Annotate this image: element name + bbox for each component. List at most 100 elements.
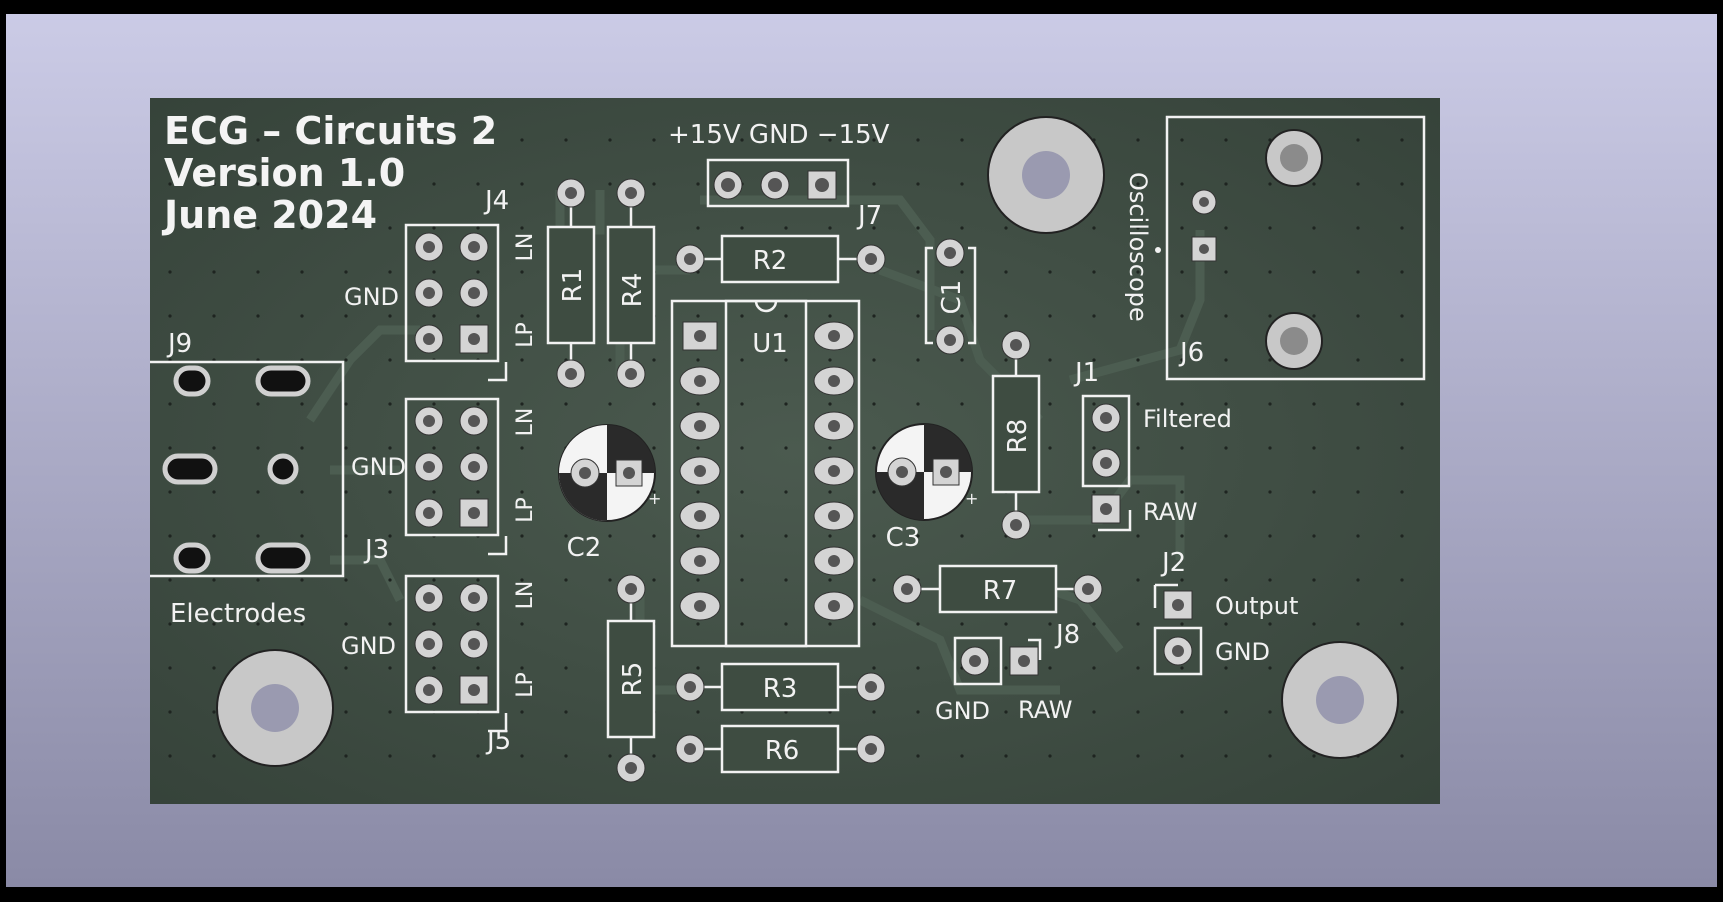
via-dot [1268, 534, 1272, 538]
via-dot [388, 710, 392, 714]
via-dot [256, 138, 260, 142]
connector-j2[interactable] [1153, 583, 1203, 676]
via-dot [1004, 754, 1008, 758]
capacitor-c2[interactable]: + [558, 424, 661, 522]
via-dot [432, 314, 436, 318]
via-dot [432, 182, 436, 186]
via-dot [608, 578, 612, 582]
via-dot [1224, 622, 1228, 626]
via-dot [1268, 270, 1272, 274]
via-dot [476, 226, 480, 230]
via-dot [212, 710, 216, 714]
resistor-r5[interactable] [606, 574, 656, 783]
via-dot [872, 138, 876, 142]
via-dot [828, 446, 832, 450]
via-dot [1268, 446, 1272, 450]
via-dot [784, 534, 788, 538]
via-dot [212, 622, 216, 626]
via-dot [1180, 578, 1184, 582]
via-dot [872, 490, 876, 494]
connector-j9[interactable] [150, 360, 345, 578]
via-dot [388, 358, 392, 362]
via-dot [608, 754, 612, 758]
via-dot [828, 534, 832, 538]
via-dot [564, 534, 568, 538]
jumper-headers[interactable] [404, 223, 508, 733]
capacitor-c1[interactable] [924, 238, 977, 355]
via-dot [1268, 226, 1272, 230]
via-dot [1356, 402, 1360, 406]
via-dot [1180, 490, 1184, 494]
resistor-r3[interactable] [675, 662, 886, 712]
resistor-r1[interactable] [546, 178, 596, 389]
via-dot [388, 490, 392, 494]
via-dot [872, 182, 876, 186]
via-dot [1312, 270, 1316, 274]
via-dot [300, 534, 304, 538]
via-dot [872, 622, 876, 626]
via-dot [872, 666, 876, 670]
via-dot [344, 446, 348, 450]
via-dot [476, 446, 480, 450]
resistor-r6[interactable] [675, 724, 886, 774]
connector-j8[interactable] [953, 636, 1042, 686]
ic-u1[interactable] [670, 299, 861, 648]
via-dot [256, 622, 260, 626]
connector-j7[interactable] [706, 158, 850, 208]
via-dot [1400, 622, 1404, 626]
via-dot [1268, 710, 1272, 714]
via-dot [740, 358, 744, 362]
resistor-r7[interactable] [892, 564, 1103, 614]
via-dot [476, 182, 480, 186]
via-dot [344, 578, 348, 582]
via-dot [432, 754, 436, 758]
refdes-j6: J6 [1178, 338, 1204, 368]
via-dot [1180, 270, 1184, 274]
via-dot [212, 578, 216, 582]
via-dot [168, 182, 172, 186]
via-dot [696, 710, 700, 714]
via-dot [872, 534, 876, 538]
title-line-1: ECG – Circuits 2 [164, 109, 497, 153]
via-dot [1224, 446, 1228, 450]
svg-text:+: + [648, 489, 661, 508]
header-j3[interactable] [404, 397, 508, 556]
via-dot [212, 182, 216, 186]
via-dot [476, 490, 480, 494]
via-dot [960, 226, 964, 230]
via-dot [1048, 402, 1052, 406]
via-dot [1136, 358, 1140, 362]
via-dot [212, 402, 216, 406]
resistor-r4[interactable] [606, 178, 656, 389]
header-j5[interactable] [404, 574, 508, 733]
header-j4[interactable] [404, 223, 508, 382]
via-dot [476, 622, 480, 626]
via-dot [916, 182, 920, 186]
via-dot [168, 534, 172, 538]
via-dot [300, 182, 304, 186]
via-dot [1048, 490, 1052, 494]
refdes-c2: C2 [567, 533, 602, 563]
via-dot [1356, 534, 1360, 538]
via-dot [476, 314, 480, 318]
resistor-r8[interactable] [991, 330, 1041, 540]
via-dot [1180, 138, 1184, 142]
via-dot [828, 358, 832, 362]
via-dot [344, 534, 348, 538]
via-dot [520, 138, 524, 142]
connector-j1[interactable] [1081, 394, 1132, 532]
via-dot [1092, 534, 1096, 538]
capacitor-c3[interactable]: + [875, 423, 978, 521]
connector-j6[interactable] [1155, 115, 1426, 381]
via-dot [1224, 138, 1228, 142]
via-dot [652, 754, 656, 758]
via-dot [1312, 314, 1316, 318]
via-dot [344, 182, 348, 186]
via-dot [916, 666, 920, 670]
via-dot [1092, 270, 1096, 274]
resistor-r2[interactable] [675, 234, 886, 284]
via-dot [1400, 710, 1404, 714]
electrodes-label: Electrodes [170, 599, 306, 629]
via-dot [1048, 754, 1052, 758]
